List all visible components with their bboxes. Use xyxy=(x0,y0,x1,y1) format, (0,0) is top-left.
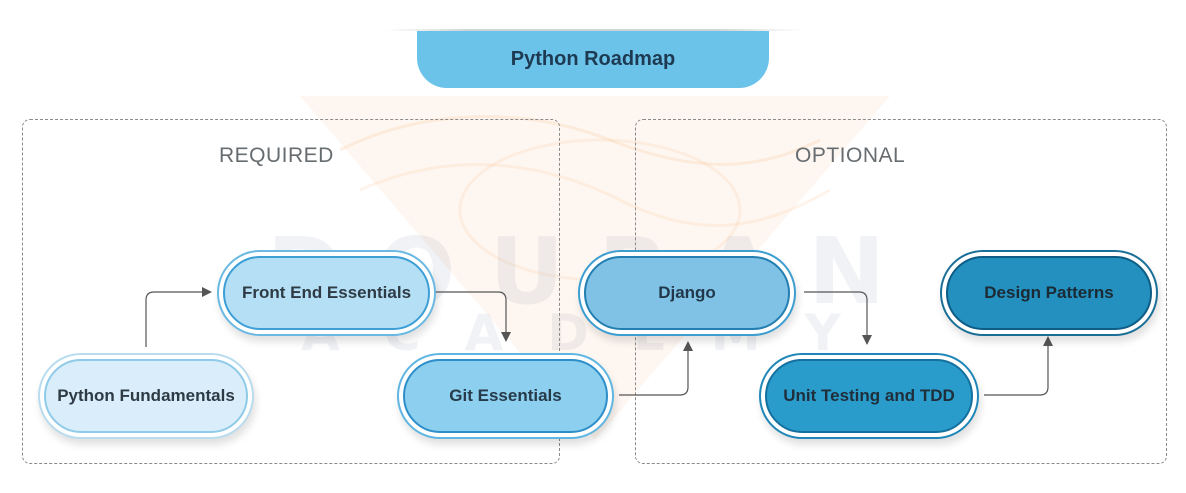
node-python-fundamentals[interactable]: Python Fundamentals xyxy=(38,353,254,439)
page-title: Python Roadmap xyxy=(417,31,769,88)
header-divider xyxy=(385,29,801,31)
connector-fundamentals-to-frontend xyxy=(145,287,212,347)
node-python-fundamentals-label: Python Fundamentals xyxy=(44,359,248,433)
node-git-essentials-label: Git Essentials xyxy=(403,359,608,433)
node-git-essentials[interactable]: Git Essentials xyxy=(397,353,614,439)
required-group xyxy=(22,119,560,464)
node-front-end-essentials[interactable]: Front End Essentials xyxy=(217,250,436,336)
node-design-patterns[interactable]: Design Patterns xyxy=(940,250,1158,336)
node-unit-testing[interactable]: Unit Testing and TDD xyxy=(759,353,979,439)
node-django[interactable]: Django xyxy=(578,250,796,336)
node-unit-testing-label: Unit Testing and TDD xyxy=(765,359,973,433)
required-group-title: REQUIRED xyxy=(219,144,334,167)
connector-unittest-to-designpatterns xyxy=(984,336,1053,396)
connector-frontend-to-git xyxy=(434,291,511,342)
optional-group-title: OPTIONAL xyxy=(795,144,906,167)
node-django-label: Django xyxy=(584,256,790,330)
node-design-patterns-label: Design Patterns xyxy=(946,256,1152,330)
connector-django-to-unittest xyxy=(804,291,872,345)
node-front-end-essentials-label: Front End Essentials xyxy=(223,256,430,330)
connector-git-to-django xyxy=(619,341,693,396)
